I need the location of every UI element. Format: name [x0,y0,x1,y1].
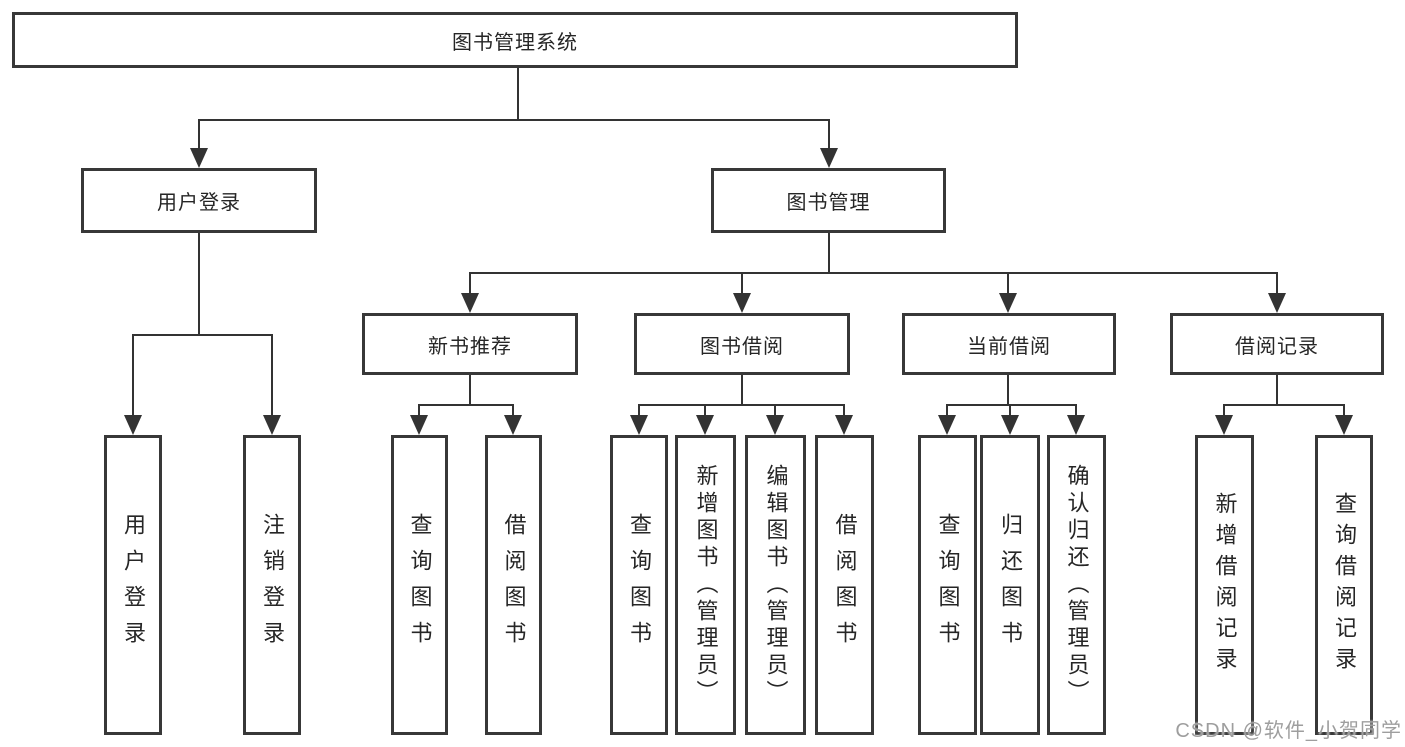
leaf-add-borrow-record: 新增借阅记录 [1195,435,1254,735]
node-label: 用户登录 [121,513,146,657]
node-label: 当前借阅 [967,335,1051,358]
arrow-down-icon [124,415,142,435]
node-label: 注销登录 [260,513,285,657]
connector-line [271,334,273,418]
arrow-down-icon [1067,415,1085,435]
connector-line [1223,404,1225,418]
connector-line [418,404,420,418]
connector-line [638,404,640,418]
leaf-query-books-3: 查询图书 [918,435,977,735]
connector-line [198,119,830,121]
leaf-return-books: 归还图书 [980,435,1040,735]
arrow-down-icon [938,415,956,435]
arrow-down-icon [263,415,281,435]
connector-line [469,375,471,406]
connector-line [828,233,830,274]
node-new-book-recommendation: 新书推荐 [362,313,578,375]
leaf-query-books: 查询图书 [391,435,448,735]
leaf-edit-book-admin: 编辑图书（管理员） [745,435,806,735]
node-current-borrowing: 当前借阅 [902,313,1116,375]
arrow-down-icon [504,415,522,435]
connector-line [517,68,519,120]
arrow-down-icon [1001,415,1019,435]
arrow-down-icon [190,148,208,168]
node-label: 新增借阅记录 [1212,492,1238,678]
node-label: 新书推荐 [428,335,512,358]
leaf-borrow-books: 借阅图书 [485,435,542,735]
leaf-logout: 注销登录 [243,435,301,735]
connector-line [198,119,200,152]
arrow-down-icon [696,415,714,435]
leaf-borrow-books-2: 借阅图书 [815,435,874,735]
node-label: 查询图书 [407,513,433,657]
csdn-watermark: CSDN @软件_小贺同学 [1175,720,1402,742]
connector-line [132,334,134,418]
connector-line [469,272,1278,274]
connector-line [469,272,471,296]
arrow-down-icon [766,415,784,435]
leaf-user-login: 用户登录 [104,435,162,735]
node-label: 新增图书（管理员） [693,463,719,707]
arrow-down-icon [1268,293,1286,313]
arrow-down-icon [1215,415,1233,435]
node-label: 图书管理系统 [452,31,578,54]
node-borrowing-records: 借阅记录 [1170,313,1384,375]
node-label: 查询图书 [935,513,961,657]
node-label: 图书管理 [786,192,871,214]
connector-line [741,375,743,406]
arrow-down-icon [410,415,428,435]
connector-line [512,404,514,418]
connector-line [828,119,830,152]
arrow-down-icon [630,415,648,435]
connector-line [1276,375,1278,406]
connector-line [418,404,514,406]
connector-line [132,334,273,336]
connector-line [946,404,1077,406]
node-label: 归还图书 [998,513,1023,657]
node-label: 确认归还（管理员） [1064,463,1090,707]
node-label: 查询图书 [627,513,652,657]
arrow-down-icon [461,293,479,313]
connector-line [198,233,200,336]
connector-line [638,404,845,406]
node-label: 借阅记录 [1235,335,1319,358]
connector-line [704,404,706,418]
connector-line [1343,404,1345,418]
leaf-query-books-2: 查询图书 [610,435,668,735]
leaf-query-borrow-record: 查询借阅记录 [1315,435,1373,735]
node-label: 用户登录 [157,192,241,214]
arrow-down-icon [820,148,838,168]
arrow-down-icon [733,293,751,313]
node-library-management-system: 图书管理系统 [12,12,1018,68]
arrow-down-icon [835,415,853,435]
connector-line [1223,404,1345,406]
connector-line [843,404,845,418]
node-book-borrowing: 图书借阅 [634,313,850,375]
node-label: 编辑图书（管理员） [763,463,789,707]
leaf-add-book-admin: 新增图书（管理员） [675,435,736,735]
node-label: 查询借阅记录 [1332,492,1357,678]
arrow-down-icon [999,293,1017,313]
connector-line [1007,375,1009,406]
connector-line [946,404,948,418]
node-book-management: 图书管理 [711,168,946,233]
connector-line [1007,272,1009,296]
arrow-down-icon [1335,415,1353,435]
leaf-confirm-return-admin: 确认归还（管理员） [1047,435,1106,735]
connector-line [1276,272,1278,296]
node-user-login: 用户登录 [81,168,317,233]
connector-line [1009,404,1011,418]
connector-line [1075,404,1077,418]
node-label: 图书借阅 [700,335,784,358]
connector-line [741,272,743,296]
node-label: 借阅图书 [501,513,527,657]
connector-line [774,404,776,418]
node-label: 借阅图书 [832,513,858,657]
